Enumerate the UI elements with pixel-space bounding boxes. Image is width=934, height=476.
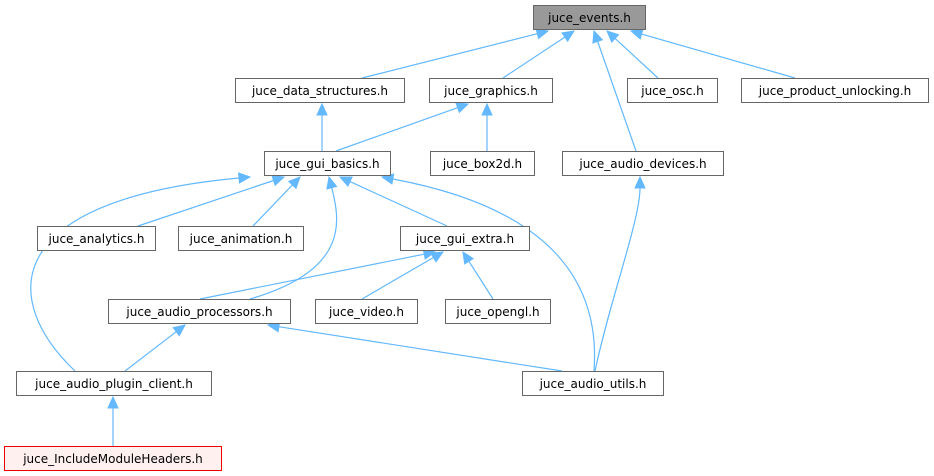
node-juce-audio-processors[interactable]: juce_audio_processors.h: [108, 299, 291, 324]
arrowhead-icon: [271, 175, 286, 187]
edge-audio_processors-to-gui_extra: [199, 248, 437, 300]
arrowhead-icon: [629, 28, 644, 40]
edge-line: [349, 181, 448, 227]
arrowhead-icon: [455, 102, 470, 114]
edge-gui_basics-to-data_structures: [316, 102, 328, 151]
node-juce-gui-basics[interactable]: juce_gui_basics.h: [264, 151, 391, 176]
arrowhead-icon: [287, 176, 301, 190]
edge-line: [252, 184, 293, 227]
edge-line: [468, 260, 494, 300]
arrowhead-icon: [316, 102, 328, 116]
edge-line: [199, 253, 425, 300]
edge-animation-to-gui_basics: [252, 176, 301, 227]
edge-audio_utils-to-gui_basics: [380, 173, 596, 372]
arrowhead-icon: [338, 176, 353, 188]
edge-line: [361, 33, 538, 79]
edge-box2d-to-graphics: [481, 102, 493, 151]
edge-line: [392, 178, 596, 372]
edge-gui_basics-to-graphics: [335, 102, 470, 152]
edge-osc-to-events: [606, 30, 659, 79]
edge-line: [278, 326, 563, 372]
node-juce-osc[interactable]: juce_osc.h: [627, 78, 718, 103]
arrowhead-icon: [107, 395, 119, 409]
node-juce-data-structures[interactable]: juce_data_structures.h: [235, 78, 405, 103]
node-juce-animation[interactable]: juce_animation.h: [178, 226, 304, 251]
edge-audio_utils-to-audio_devices: [594, 175, 646, 372]
arrowhead-icon: [634, 175, 646, 189]
node-juce-audio-devices[interactable]: juce_audio_devices.h: [562, 151, 724, 176]
node-juce-video[interactable]: juce_video.h: [315, 299, 418, 324]
edge-line: [597, 41, 637, 152]
arrowhead-icon: [481, 102, 493, 116]
edge-line: [30, 177, 240, 372]
edge-line: [335, 107, 458, 152]
edge-line: [614, 38, 659, 79]
edge-video-to-gui_extra: [361, 251, 445, 300]
edge-data_structures-to-events: [361, 28, 550, 79]
arrowhead-icon: [238, 172, 252, 184]
edge-line: [361, 257, 434, 300]
edge-line: [124, 331, 177, 372]
edge-audio_devices-to-events: [592, 29, 637, 152]
edge-include_module_headers-to-audio_plugin_client: [107, 395, 119, 446]
node-juce-audio-plugin-client[interactable]: juce_audio_plugin_client.h: [16, 371, 212, 396]
edge-line: [502, 36, 566, 79]
arrowhead-icon: [462, 250, 475, 265]
arrowhead-icon: [326, 175, 338, 190]
node-juce-opengl[interactable]: juce_opengl.h: [445, 299, 551, 324]
edge-line: [137, 179, 274, 227]
edge-graphics-to-events: [502, 30, 576, 79]
edge-opengl-to-gui_extra: [462, 250, 494, 300]
edge-analytics-to-gui_basics: [137, 175, 286, 227]
edge-line: [249, 187, 338, 300]
node-juce-audio-utils[interactable]: juce_audio_utils.h: [522, 371, 664, 396]
node-juce-include-module-headers[interactable]: juce_IncludeModuleHeaders.h: [4, 446, 222, 471]
node-juce-analytics[interactable]: juce_analytics.h: [37, 226, 156, 251]
arrowhead-icon: [561, 30, 576, 43]
node-juce-product-unlocking[interactable]: juce_product_unlocking.h: [741, 78, 929, 103]
edge-audio_plugin_client-to-gui_basics: [30, 172, 252, 372]
node-juce-gui-extra[interactable]: juce_gui_extra.h: [400, 226, 530, 251]
edge-line: [594, 187, 641, 372]
edge-product_unlocking-to-events: [629, 28, 796, 79]
arrowhead-icon: [535, 28, 550, 40]
arrowhead-icon: [172, 324, 186, 337]
edge-line: [641, 33, 796, 79]
edge-audio_processors-to-gui_basics: [249, 175, 338, 300]
edge-audio_utils-to-audio_processors: [266, 321, 563, 372]
arrowhead-icon: [592, 29, 604, 44]
node-juce-box2d[interactable]: juce_box2d.h: [430, 151, 535, 176]
arrowhead-icon: [606, 30, 620, 44]
edge-audio_plugin_client-to-audio_processors: [124, 324, 186, 372]
arrowhead-icon: [430, 251, 445, 263]
edge-gui_extra-to-gui_basics: [338, 176, 448, 227]
node-juce-events[interactable]: juce_events.h: [533, 5, 646, 30]
node-juce-graphics[interactable]: juce_graphics.h: [429, 78, 553, 103]
